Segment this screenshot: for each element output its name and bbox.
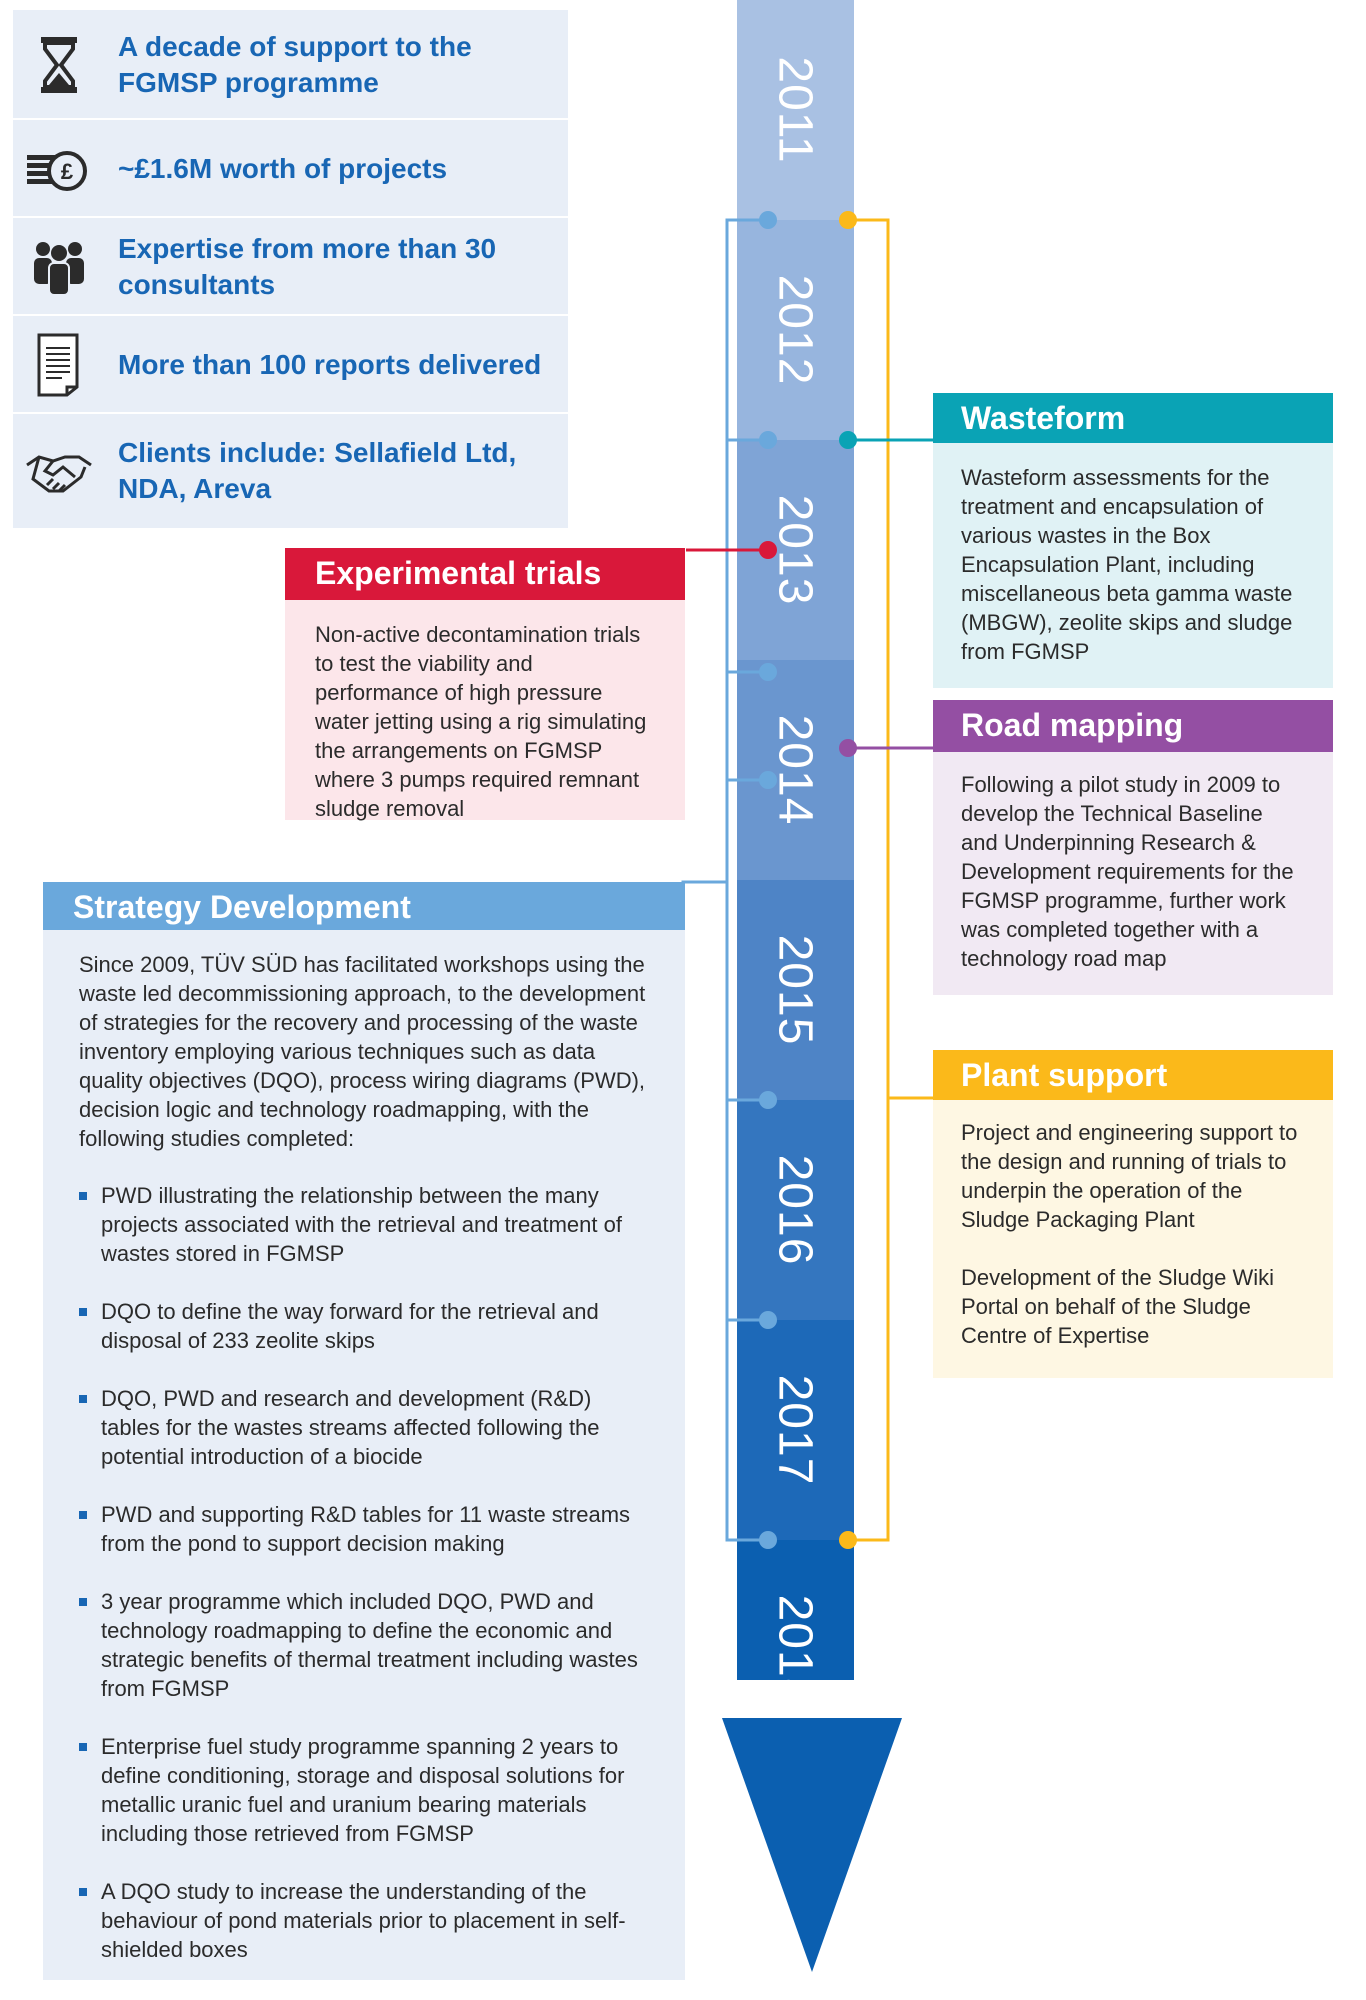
list-item: Enterprise fuel study programme spanning… [79,1732,651,1848]
list-item: DQO to define the way forward for the re… [79,1297,651,1355]
year-segment: 2015 [737,880,854,1100]
roadmap-title: Road mapping [933,700,1333,752]
plant-text: Project and engineering support to the d… [961,1120,1298,1232]
stat-text: Clients include: Sellafield Ltd, NDA, Ar… [118,437,517,504]
strategy-link [681,880,727,888]
timeline-dot [759,1531,777,1549]
timeline-arrowhead [722,1718,902,1972]
year-segment: 2012 [737,220,854,440]
stat-row: A decade of support to the FGMSP program… [13,10,568,120]
list-item: PWD and supporting R&D tables for 11 was… [79,1500,651,1558]
roadmap-body: Following a pilot study in 2009 to devel… [933,752,1333,995]
timeline-dot [839,431,857,449]
experimental-title: Experimental trials [285,548,685,600]
plant-title: Plant support [933,1050,1333,1100]
year-segment: 2016 [737,1100,854,1320]
timeline-dot [759,663,777,681]
experimental-body: Non-active decontamination trials to tes… [285,600,685,821]
experimental-text: Non-active decontamination trials to tes… [315,622,647,821]
stats-panel: A decade of support to the FGMSP program… [13,10,568,528]
timeline-dot [759,211,777,229]
timeline-dot [759,431,777,449]
stat-row: £ ~£1.6M worth of projects [13,120,568,218]
timeline-dot [839,211,857,229]
plant-text: Development of the Sludge Wiki Portal on… [961,1265,1275,1348]
timeline-dot [839,1531,857,1549]
timeline-arrow: 2011 2012 2013 2014 2015 2016 2017 2018 [737,0,854,1705]
wasteform-title: Wasteform assessments [933,393,1333,486]
wasteform-body: Wasteform assessments for the treatment … [933,443,1333,688]
list-item: PWD illustrating the relationship betwee… [79,1181,651,1268]
year-segment: 2014 [737,660,854,880]
handshake-icon [26,455,92,493]
strategy-intro: Since 2009, TÜV SÜD has facilitated work… [79,952,646,1151]
strategy-bracket [725,218,768,1542]
list-item: DQO, PWD and research and development (R… [79,1384,651,1471]
stat-row: Clients include: Sellafield Ltd, NDA, Ar… [13,414,568,528]
year-segment: 2017 [737,1320,854,1540]
hourglass-icon [41,37,77,93]
stat-row: Expertise from more than 30 consultants [13,218,568,316]
stat-text: A decade of support to the FGMSP program… [118,31,472,98]
year-segment: 2018 [737,1540,854,1705]
timeline-dot [759,541,777,559]
plant-bracket [848,218,890,1542]
timeline-dot [759,1091,777,1109]
list-item: 3 year programme which included DQO, PWD… [79,1587,651,1703]
timeline-dot [759,771,777,789]
document-icon [37,333,79,397]
coins-pound-icon: £ [27,151,87,191]
svg-text:£: £ [61,159,74,184]
year-segment: 2011 [737,0,854,220]
list-item: A DQO study to increase the understandin… [79,1877,651,1964]
timeline-dot [839,739,857,757]
stat-text: Expertise from more than 30 consultants [118,233,497,300]
roadmap-text: Following a pilot study in 2009 to devel… [961,772,1294,971]
stat-row: More than 100 reports delivered [13,316,568,414]
people-icon [34,242,84,296]
stat-text: More than 100 reports delivered [118,349,542,380]
plant-body: Project and engineering support to the d… [933,1100,1333,1378]
stat-text: ~£1.6M worth of projects [118,153,448,184]
timeline-dot [759,1311,777,1329]
strategy-list: PWD illustrating the relationship betwee… [79,1181,651,1964]
strategy-title: Strategy Development [43,882,685,930]
wasteform-text: Wasteform assessments for the treatment … [961,465,1293,664]
strategy-body: Since 2009, TÜV SÜD has facilitated work… [43,930,685,1980]
